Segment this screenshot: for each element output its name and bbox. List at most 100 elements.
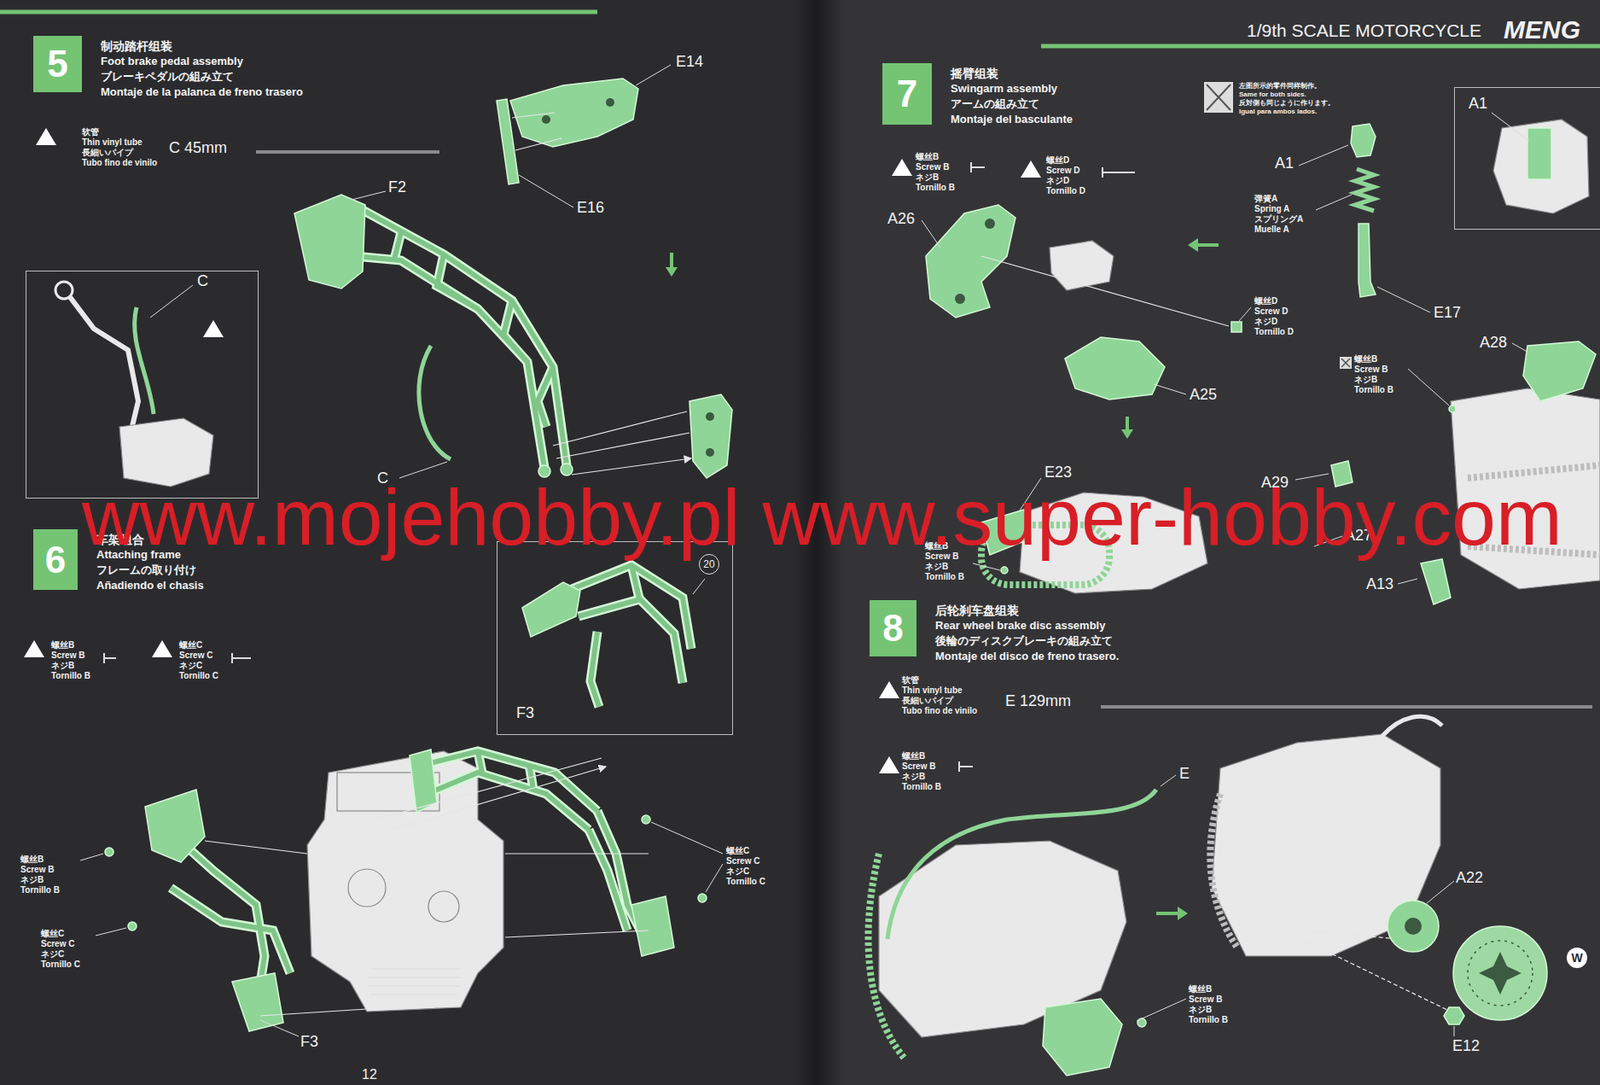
note-text: Tornillo C xyxy=(726,876,766,887)
note-text: Tornillo B xyxy=(1188,1014,1228,1025)
header-text: 1/9th SCALE MOTORCYCLE xyxy=(1246,20,1482,41)
note-text: 左图所示的零件同样制作。 xyxy=(1239,81,1321,90)
note-text: ネジB xyxy=(51,660,75,671)
step-title: Foot brake pedal assembly xyxy=(100,54,244,69)
step-title: フレームの取り付け xyxy=(96,563,197,577)
detail-inset: 20F3 xyxy=(496,541,734,735)
watermark: www.mojehobby.pl www.super-hobby.com xyxy=(81,477,1563,557)
note-text: Tornillo B xyxy=(925,571,965,582)
note-text: 螺丝B xyxy=(20,854,44,865)
detail-inset: A1 xyxy=(1454,87,1600,230)
note-text: Tornillo D xyxy=(1046,186,1086,197)
note-text: Tornillo B xyxy=(20,884,60,896)
note-text: Muelle A xyxy=(1254,224,1290,235)
note-text: 螺丝B xyxy=(1354,354,1378,365)
note-text: Screw C xyxy=(726,855,760,867)
note-text: Screw D xyxy=(1254,306,1288,317)
page-number: 12 xyxy=(361,1066,378,1083)
note-text: Tornillo B xyxy=(901,781,942,792)
note-text: 软管 xyxy=(901,674,920,686)
brand-logo: MENG xyxy=(1503,15,1581,46)
part-label: C 45mm xyxy=(168,139,227,158)
note-text: Tornillo D xyxy=(1254,326,1294,338)
note-text: Spring A xyxy=(1254,203,1290,215)
note-text: Screw B xyxy=(901,761,936,772)
note-text: 螺丝C xyxy=(40,928,64,939)
part-label: A13 xyxy=(1366,575,1394,594)
step-title: Montaje del disco de freno trasero. xyxy=(935,649,1119,664)
step-title: Swingarm assembly xyxy=(950,81,1058,96)
note-text: 螺丝B xyxy=(51,640,75,651)
step-title: アームの組み立て xyxy=(950,97,1040,111)
note-text: Tubo fino de vinilo xyxy=(901,705,978,716)
note-text: 螺丝D xyxy=(1254,296,1278,307)
note-text: ネジB xyxy=(925,561,949,572)
note-text: 長細いパイプ xyxy=(81,147,134,158)
step-title: Montaje de la palanca de freno trasero xyxy=(100,85,303,99)
note-text: ネジD xyxy=(1046,175,1070,187)
note-text: ネジC xyxy=(40,948,64,960)
part-label: E12 xyxy=(1452,1036,1480,1055)
note-text: スプリングA xyxy=(1254,214,1304,225)
note-text: Screw D xyxy=(1046,165,1080,176)
step-title: 制动踏杆组装 xyxy=(100,39,173,53)
note-text: Screw B xyxy=(20,864,54,875)
step-number: 7 xyxy=(882,71,932,117)
note-text: 螺丝D xyxy=(1046,155,1070,166)
note-text: ネジB xyxy=(1188,1004,1212,1015)
note-text: 長細いパイプ xyxy=(901,695,954,706)
step-number-box: 5制动踏杆组装Foot brake pedal assemblyブレーキペダルの… xyxy=(33,35,82,93)
note-text: Tornillo C xyxy=(179,670,219,681)
part-label: C xyxy=(197,272,209,291)
note-text: Thin vinyl tube xyxy=(81,137,143,148)
part-label: A26 xyxy=(887,209,915,228)
step-title: ブレーキペダルの組み立て xyxy=(100,69,234,84)
note-text: Screw B xyxy=(915,162,949,173)
step-number-box: 7摇臂组装Swingarm assemblyアームの組み立てMontaje de… xyxy=(882,63,932,125)
step-number-box: 6车架组合Attaching frameフレームの取り付けAñadiendo e… xyxy=(33,529,78,590)
part-label: E14 xyxy=(675,52,704,71)
note-text: Tornillo C xyxy=(40,959,81,970)
part-label: A25 xyxy=(1189,385,1217,404)
part-label: E17 xyxy=(1433,303,1461,322)
step-title: Montaje del basculante xyxy=(950,112,1073,127)
part-label: F3 xyxy=(516,704,535,722)
note-text: 螺丝B xyxy=(1188,983,1212,995)
note-text: Screw C xyxy=(179,650,213,661)
part-label: E xyxy=(1179,764,1190,783)
part-label: E 129mm xyxy=(1005,692,1071,710)
step-number: 5 xyxy=(33,41,82,87)
note-text: Screw B xyxy=(1354,364,1388,375)
part-label: F3 xyxy=(300,1032,319,1051)
detail-inset: C xyxy=(25,270,259,499)
part-label: E16 xyxy=(576,198,605,217)
step-title: 摇臂组装 xyxy=(950,66,999,81)
note-text: 螺丝B xyxy=(915,151,939,163)
note-text: Screw B xyxy=(51,650,85,661)
part-label: F2 xyxy=(388,178,407,197)
note-text: Igual para ambos lados. xyxy=(1239,107,1317,116)
note-text: 弹簧A xyxy=(1254,193,1278,204)
step-title: Rear wheel brake disc assembly xyxy=(935,618,1106,633)
note-text: Screw C xyxy=(40,938,75,949)
note-text: Same for both sides. xyxy=(1239,90,1307,99)
note-text: ネジC xyxy=(179,660,203,671)
note-text: Tornillo B xyxy=(1354,384,1394,396)
note-text: Tornillo B xyxy=(915,182,955,193)
note-text: 螺丝B xyxy=(901,750,926,762)
part-label: A1 xyxy=(1274,154,1294,173)
note-text: Tubo fino de vinilo xyxy=(81,157,158,169)
note-text: ネジD xyxy=(1254,316,1278,327)
note-text: ネジC xyxy=(726,866,750,877)
note-text: Tornillo B xyxy=(51,670,91,681)
note-text: 螺丝C xyxy=(179,640,203,651)
step-title: 后轮刹车盘组装 xyxy=(935,603,1019,617)
part-label: A28 xyxy=(1479,333,1507,352)
part-label: A1 xyxy=(1468,94,1488,113)
note-text: Thin vinyl tube xyxy=(901,685,963,696)
callout-number: 20 xyxy=(698,553,720,575)
note-text: ネジB xyxy=(901,771,926,782)
note-text: 螺丝C xyxy=(726,845,750,856)
step-title: Añadiendo el chasis xyxy=(96,578,204,593)
